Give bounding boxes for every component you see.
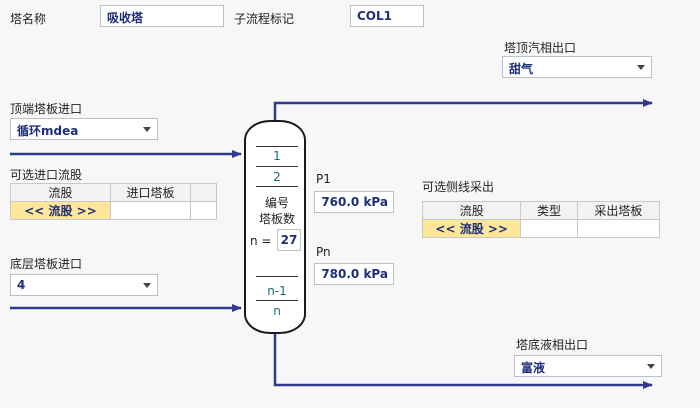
tray-line: [256, 166, 298, 167]
chevron-down-icon: [143, 283, 151, 288]
draw-tray-cell[interactable]: [576, 219, 661, 238]
top-vapor-label: 塔顶汽相出口: [504, 41, 577, 55]
top-feed-value: 循环mdea: [17, 124, 79, 138]
optional-feed-table: 流股 进口塔板 << 流股 >>: [10, 183, 217, 220]
top-vapor-value: 甜气: [509, 62, 534, 76]
col-header-inlet-tray: 进口塔板: [110, 183, 191, 202]
tower-name-label: 塔名称: [10, 12, 47, 26]
optional-feed-label: 可选进口流股: [10, 168, 83, 182]
stage-count-input[interactable]: 27: [277, 229, 301, 251]
tray-line: [256, 146, 298, 147]
tray-line: [256, 276, 298, 277]
n-equals-label: n =: [250, 234, 272, 248]
top-vapor-stream: [273, 99, 653, 120]
col-header-stream: 流股: [10, 183, 111, 202]
p1-input[interactable]: 760.0 kPa: [314, 191, 394, 213]
tray-line: [256, 186, 298, 187]
subflow-input[interactable]: COL1: [350, 5, 424, 27]
top-feed-select[interactable]: 循环mdea: [10, 118, 158, 140]
subflow-label: 子流程标记: [234, 12, 295, 26]
stage-number-label: 编号: [264, 196, 289, 210]
stream-cell[interactable]: << 流股 >>: [10, 201, 111, 220]
chevron-down-icon: [647, 364, 655, 369]
stream-cell[interactable]: << 流股 >>: [421, 219, 522, 238]
side-draw-label: 可选侧线采出: [422, 180, 495, 194]
tray-n-minus-1-label: n-1: [267, 284, 287, 298]
tray-1-label: 1: [273, 149, 281, 163]
top-feed-label: 顶端塔板进口: [10, 102, 83, 116]
column-vessel: 1 2 编号 塔板数 n = 27 n-1 n: [244, 120, 306, 334]
col-header-type: 类型: [520, 201, 578, 220]
p1-label: P1: [316, 172, 331, 186]
side-draw-table: 流股 类型 采出塔板 << 流股 >>: [421, 201, 661, 238]
tower-name-input[interactable]: 吸收塔: [100, 5, 224, 27]
stage-count-label: 塔板数: [258, 212, 295, 226]
bottom-liquid-value: 富液: [521, 361, 546, 375]
bottom-feed-label: 底层塔板进口: [10, 257, 83, 271]
bottom-liquid-select[interactable]: 富液: [514, 355, 662, 377]
chevron-down-icon: [637, 65, 645, 70]
top-vapor-select[interactable]: 甜气: [502, 56, 652, 78]
bottom-feed-value: 4: [17, 278, 26, 292]
tray-n-label: n: [273, 304, 281, 318]
bottom-liquid-stream: [273, 334, 653, 389]
chevron-down-icon: [143, 127, 151, 132]
col-header-stream: 流股: [421, 201, 522, 220]
bottom-liquid-label: 塔底液相出口: [516, 338, 589, 352]
bottom-feed-select[interactable]: 4: [10, 274, 158, 296]
pn-label: Pn: [316, 245, 331, 259]
pn-input[interactable]: 780.0 kPa: [314, 263, 394, 285]
type-cell[interactable]: [520, 219, 578, 238]
tray-line: [256, 300, 298, 301]
tray-2-label: 2: [273, 170, 281, 184]
inlet-tray-cell[interactable]: [110, 201, 191, 220]
col-header-draw-tray: 采出塔板: [576, 201, 661, 220]
